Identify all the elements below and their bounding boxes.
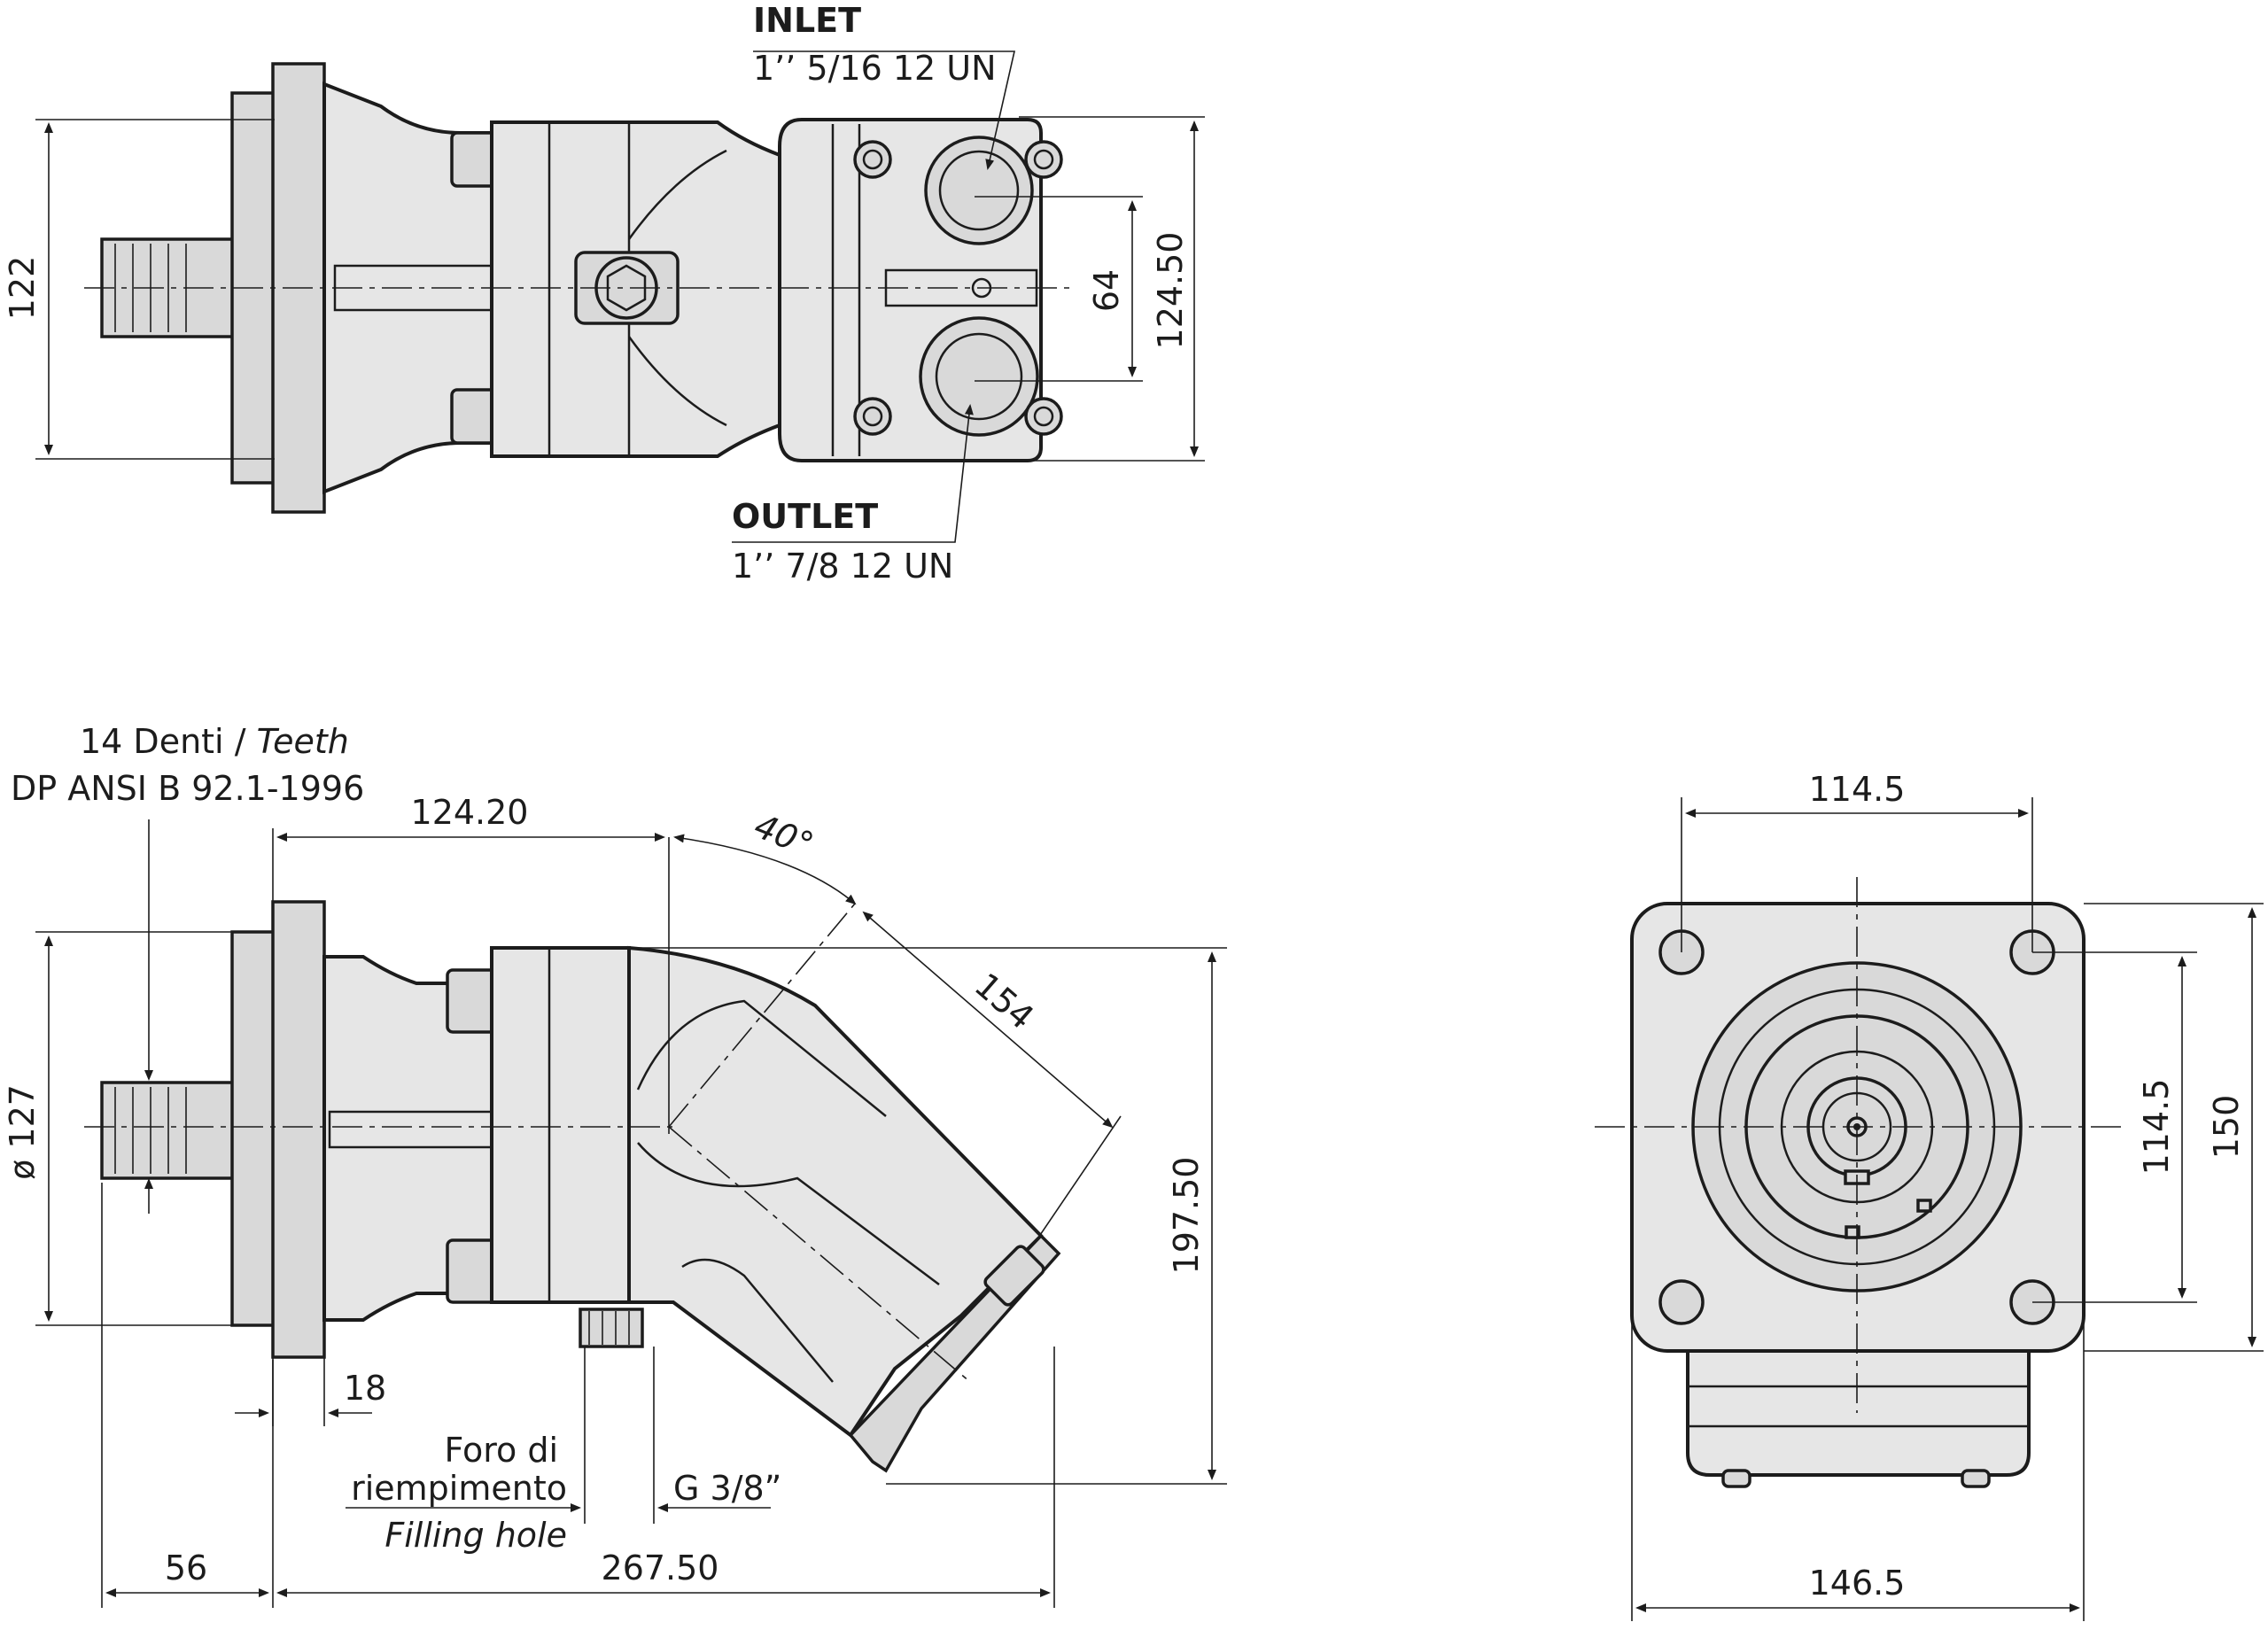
filling-label-2: riempimento [351,1469,567,1508]
top-view: 122 64 124.50 INLET 1’’ 5/16 12 UN OUTLE… [3,1,1205,586]
outlet-leader [732,404,974,543]
teeth-note: 14 Denti / Teeth [80,722,349,761]
dim-56: 56 [165,1548,207,1587]
outlet-port [919,316,1039,437]
filling-label-3: Filling hole [384,1516,567,1555]
bolt-hole-icon [1658,1279,1705,1325]
dim-146-5: 146.5 [1809,1564,1906,1603]
outlet-title: OUTLET [732,497,878,536]
filling-plug [579,1308,644,1348]
filling-label-1: Foro di [444,1431,558,1470]
dim-dia-127: ø 127 [3,1084,42,1180]
side-view: 14 Denti / Teeth DP ANSI B 92.1-1996 124… [3,722,1227,1608]
side-pilot [230,930,278,1327]
dim-18: 18 [344,1369,386,1408]
dim-114-5-h: 114.5 [1809,770,1906,809]
outlet-thread: 1’’ 7/8 12 UN [732,547,953,586]
dim-124-50: 124.50 [1151,232,1190,350]
dim-124-20: 124.20 [411,793,529,832]
side-bent-head [627,945,1044,1438]
dim-267-50: 267.50 [602,1548,719,1587]
front-view: 114.5 114.5 150 146.5 [1595,770,2264,1621]
spline-standard: DP ANSI B 92.1-1996 [11,769,364,808]
front-lower-body [1686,1345,2031,1477]
inlet-leader [753,50,1016,170]
side-flange [271,900,326,1359]
inlet-title: INLET [753,1,861,40]
inlet-thread: 1’’ 5/16 12 UN [753,49,997,88]
filling-thread: G 3/8” [673,1469,781,1508]
inlet-port [924,136,1034,245]
dim-114-5-v: 114.5 [2137,1079,2176,1176]
dim-154: 154 [967,966,1042,1037]
dim-122: 122 [3,256,42,321]
dim-197-50: 197.50 [1167,1157,1206,1275]
angle-arc [673,834,857,905]
dim-64: 64 [1087,269,1126,312]
side-cylinder-housing [490,946,631,1304]
dim-150: 150 [2207,1095,2246,1160]
